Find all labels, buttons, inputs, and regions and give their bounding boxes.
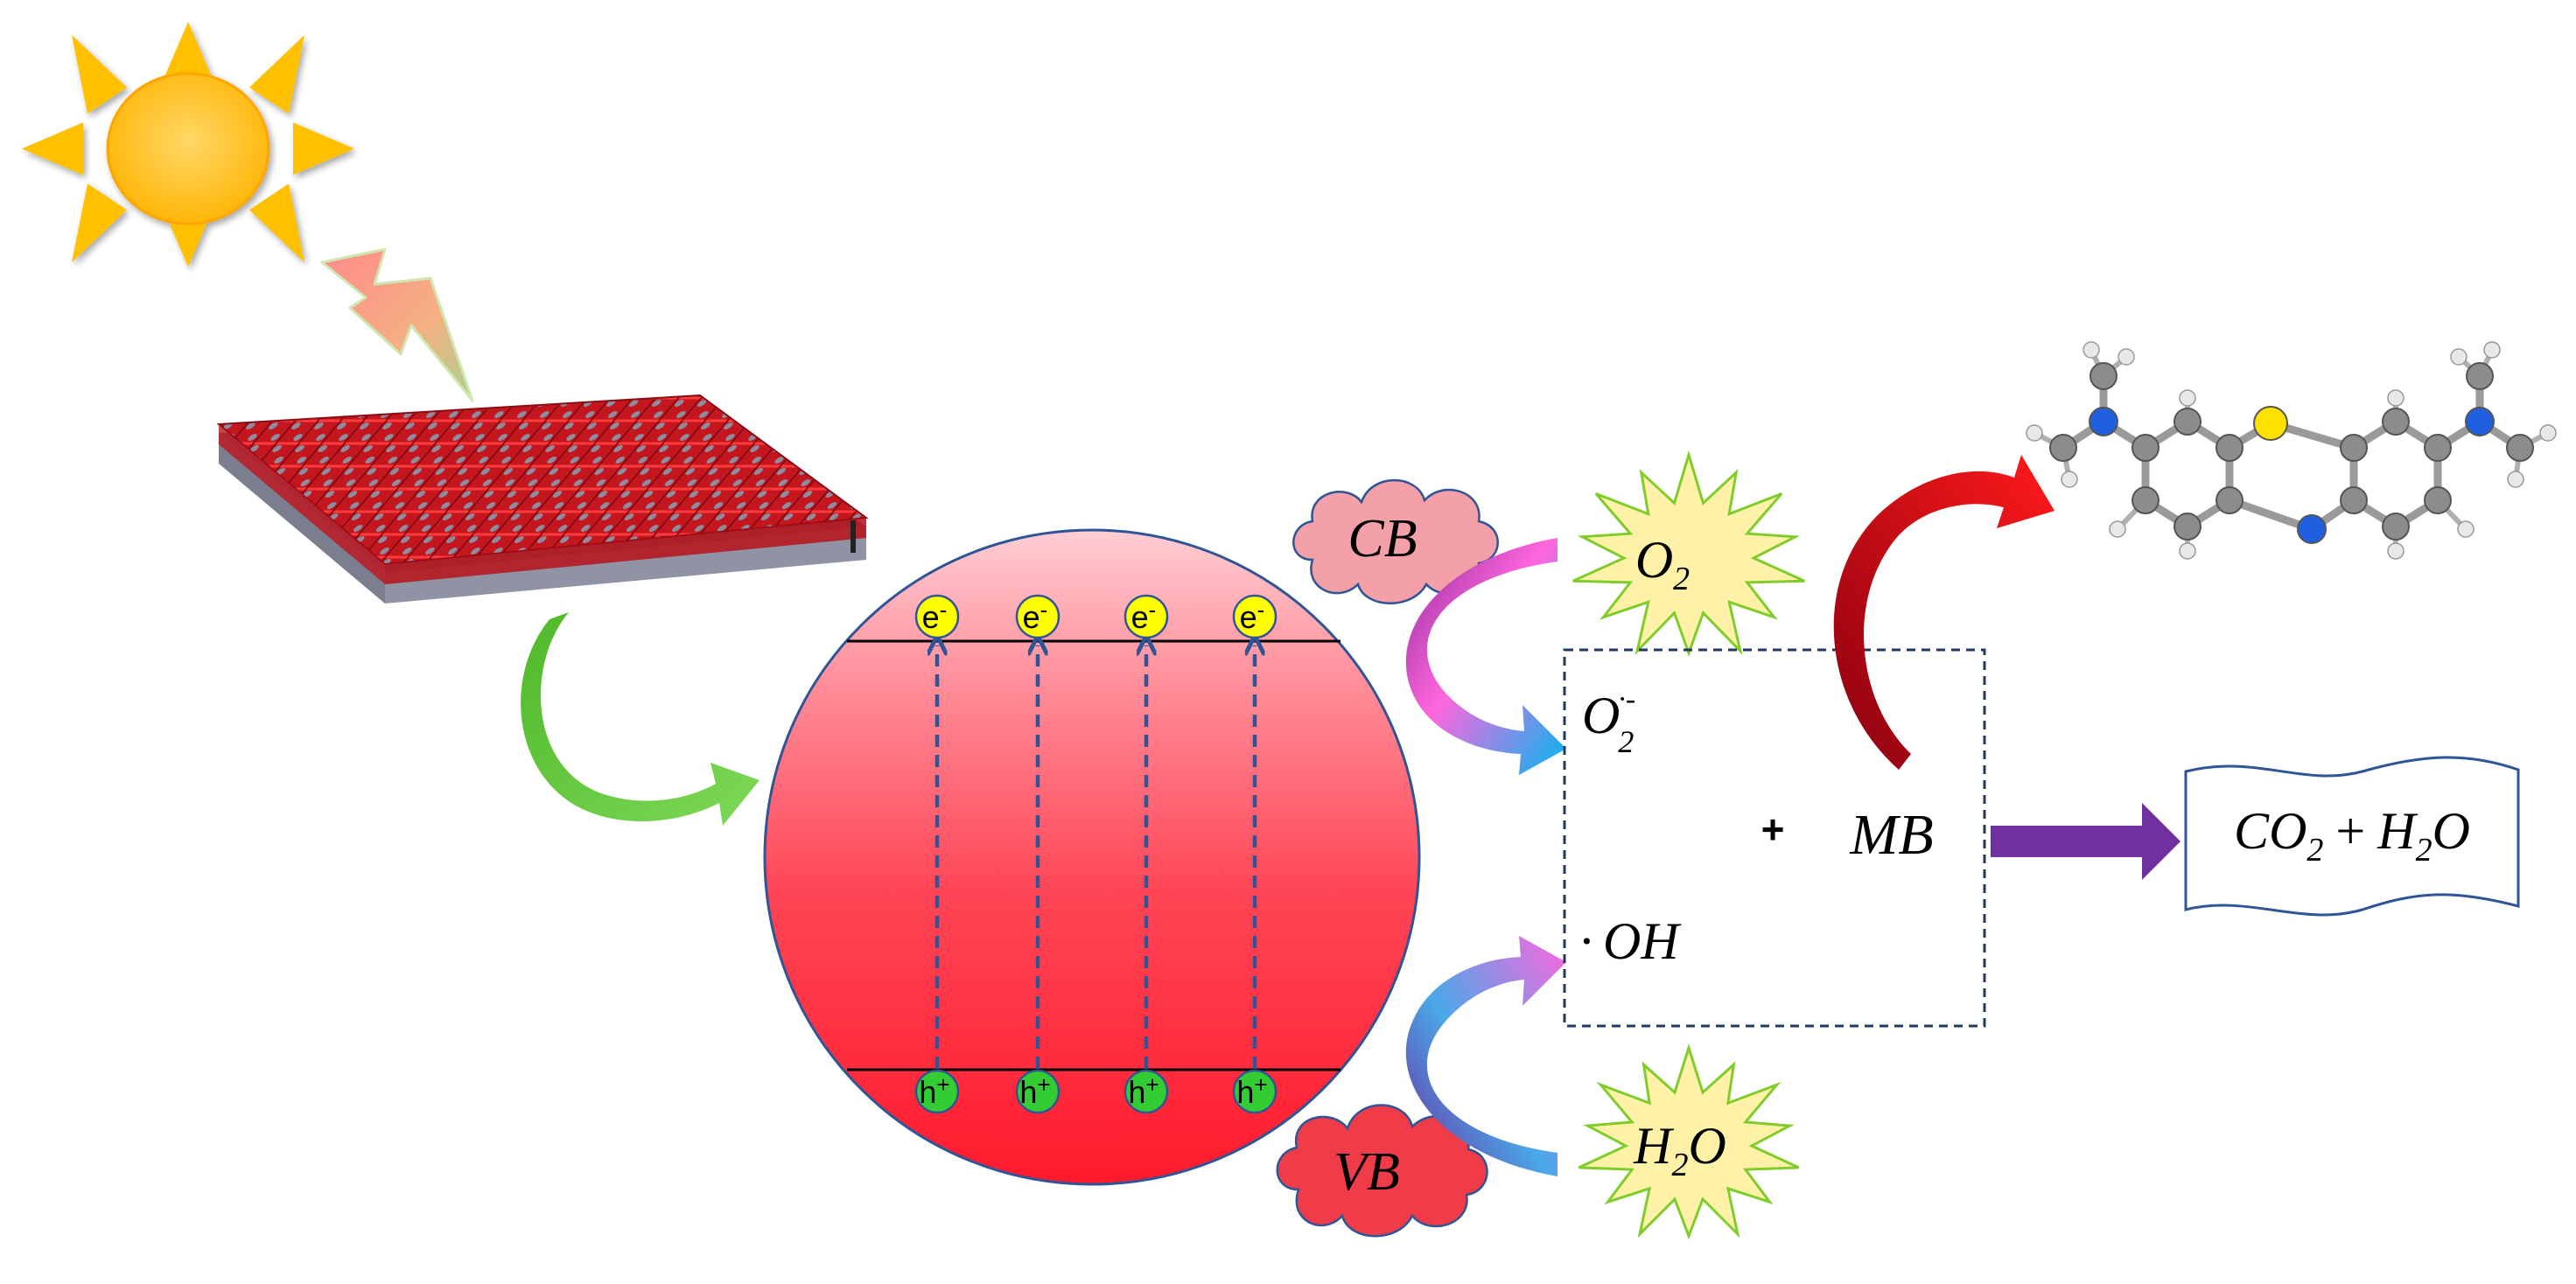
hydrogen-atom [2179,389,2196,407]
valence-band-cloud: VB [1276,1104,1488,1238]
electron-label: e- [1131,597,1157,635]
hole-label: h+ [1128,1071,1158,1110]
electron-label: e- [1240,597,1265,635]
hydrogen-atom [2539,424,2557,442]
carbon-atom [2174,513,2202,541]
mb-structure-arrow [1833,455,2054,770]
carbon-atom [2132,486,2160,514]
product-scroll: CO2+H2O [2184,756,2520,917]
carbon-atom [2466,362,2494,390]
methylene-blue-molecule-icon [2026,341,2557,560]
electron: e- [1015,594,1060,639]
hydrogen-atom [2179,542,2196,560]
hole: h+ [1015,1069,1060,1114]
carbon-atom [2340,434,2368,462]
electron: e- [914,594,960,639]
conduction-band-cloud: CB [1292,478,1499,604]
light-transfer-arrow [521,612,760,826]
carbon-atom [2216,486,2244,514]
hydrogen-atom [2387,389,2404,407]
product-formula: CO2+H2O [2234,802,2470,869]
hydroxyl-radical: ·OH [1579,912,1682,970]
water-starburst: H2O [1578,1043,1800,1240]
vb-label: VB [1334,1142,1400,1202]
hole: h+ [1232,1069,1278,1114]
nitrogen-atom [2297,514,2327,544]
hydrogen-atom [2026,424,2043,442]
hole-label: h+ [1236,1071,1267,1110]
oxygen-label: O2 [1635,531,1690,597]
carbon-atom [2382,513,2410,541]
layered-catalyst-sheet-icon [216,394,869,604]
carbon-atom [2424,434,2452,462]
lightning-bolt-icon [320,248,474,402]
hydrogen-atom [2387,542,2404,560]
oxygen-starburst: O2 [1572,450,1805,658]
hole-label: h+ [1019,1071,1050,1110]
carbon-atom [2424,486,2452,514]
electron: e- [1232,594,1278,639]
electron: e- [1124,594,1169,639]
sulfur-atom [2253,406,2288,441]
photocatalyst-particle: e-e-e-e- h+ h+ h+ h+ [763,528,1421,1186]
water-label: H2O [1633,1117,1726,1183]
electron-label: e- [1023,597,1048,635]
electron-label: e- [922,597,948,635]
electron-row: e-e-e-e- [914,594,1278,639]
hydrogen-atom [2450,348,2468,366]
reaction-box [1563,648,1986,1028]
hydrogen-atom [2507,471,2524,488]
methylene-blue-label: MB [1849,803,1933,867]
carbon-atom [2216,434,2244,462]
hole: h+ [1124,1069,1169,1114]
nitrogen-atom [2465,407,2495,436]
carbon-atom [2506,434,2534,462]
hydrogen-atom [2082,341,2100,359]
degradation-arrow [1991,803,2180,880]
carbon-atom [2382,408,2410,436]
carbon-atom [2090,362,2118,390]
hole: h+ [914,1069,960,1114]
hydrogen-atom [2109,520,2126,538]
reaction-plus: + [1761,806,1785,852]
carbon-atom [2340,486,2368,514]
vb-to-hydroxyl-arrow [1405,936,1566,1176]
hydrogen-atom [2457,520,2474,538]
excitation-arrows [937,645,1255,1069]
sun-icon [22,22,354,267]
nitrogen-atom [2089,407,2118,436]
carbon-atom [2132,434,2160,462]
hydrogen-atom [2118,348,2135,366]
hole-row: h+ h+ h+ h+ [914,1069,1278,1114]
cb-to-superoxide-arrow [1405,538,1566,775]
cb-label: CB [1348,509,1417,569]
hole-label: h+ [919,1071,949,1110]
carbon-atom [2174,408,2202,436]
carbon-atom [2049,434,2077,462]
superoxide-radical: O2·- [1582,683,1635,759]
hydrogen-atom [2061,471,2078,488]
hydrogen-atom [2483,341,2501,359]
